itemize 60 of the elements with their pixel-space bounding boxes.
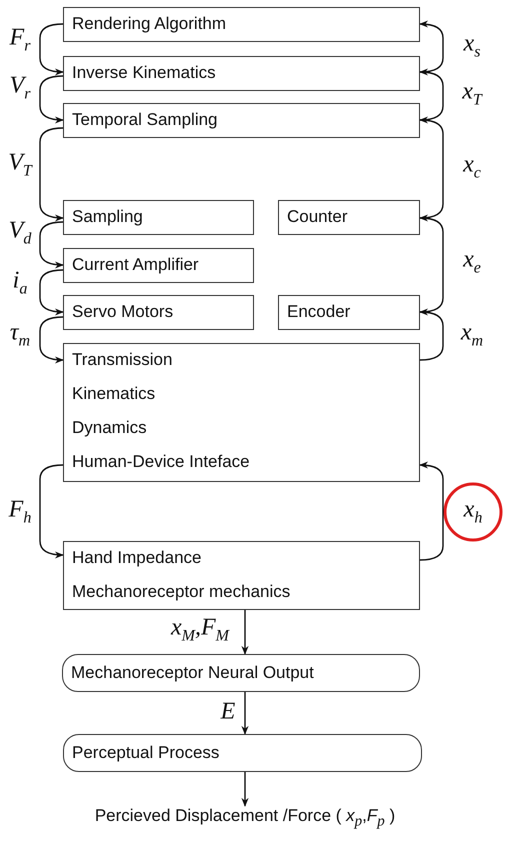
box-label: Dynamics: [72, 418, 147, 438]
edge-label: V$_{r}$: [10, 72, 30, 104]
edge-label: E: [220, 698, 236, 726]
edge-label: x$_{c}$: [463, 152, 481, 182]
box-label: Kinematics: [72, 384, 156, 404]
box-label: Perceptual Process: [72, 743, 220, 763]
arrow: [39, 23, 64, 76]
box-label: Rendering Algorithm: [72, 14, 226, 34]
output-label: Percieved Displacement /Force ( x$_{p}$,F$_{p}$ ): [94, 806, 396, 830]
arrow: [241, 692, 249, 735]
edge-label: τ$_{m}$: [10, 320, 30, 350]
edge-label: x$_{e}$: [463, 246, 481, 278]
arrow: [419, 214, 444, 313]
edge-label: F$_{h}$: [8, 496, 32, 528]
process-box: [63, 7, 420, 42]
arrow: [241, 772, 249, 807]
edge-label: x$_{T}$: [462, 78, 482, 110]
arrow: [419, 462, 444, 561]
box-label: Mechanoreceptor Neural Output: [71, 663, 314, 683]
rounded-box: [63, 734, 422, 772]
arrow: [39, 316, 64, 364]
box-label: Counter: [287, 207, 348, 227]
arrow: [39, 464, 64, 558]
process-box: [63, 295, 254, 330]
edge-label: x$_{m}$: [460, 320, 484, 350]
process-box: [278, 200, 420, 235]
edge-label: F$_{r}$: [10, 24, 30, 56]
box-label: Servo Motors: [72, 302, 174, 322]
box-label: Current Amplifier: [72, 255, 199, 275]
arrow: [39, 127, 64, 222]
arrow: [39, 75, 64, 124]
box-label: Mechanoreceptor mechanics: [72, 582, 290, 602]
arrow: [419, 68, 444, 121]
arrow: [39, 221, 64, 268]
arrow: [39, 269, 64, 316]
arrow: [419, 116, 444, 219]
rounded-box: [62, 654, 420, 692]
edge-label: x$_{h}$: [464, 496, 482, 528]
edge-label: x$_{M}$,F$_{M}$: [171, 614, 229, 646]
edge-label: V$_{T}$: [8, 150, 32, 180]
edge-label: x$_{s}$: [464, 30, 480, 62]
box-label: Temporal Sampling: [72, 110, 218, 130]
box-label: Transmission: [72, 350, 172, 370]
arrow: [241, 610, 249, 655]
arrow: [419, 20, 444, 73]
box-label: Human-Device Inteface: [72, 452, 250, 472]
process-box: [63, 103, 420, 138]
edge-label: V$_{d}$: [8, 218, 32, 248]
process-box: [63, 248, 254, 283]
process-box: [63, 56, 420, 91]
process-box: [278, 295, 420, 330]
arrow: [419, 308, 444, 361]
box-label: Encoder: [287, 302, 350, 322]
box-label: Inverse Kinematics: [72, 63, 216, 83]
edge-label: i$_{a}$: [12, 268, 28, 298]
process-box: [63, 541, 420, 610]
box-label: Sampling: [72, 207, 143, 227]
process-box: [63, 343, 420, 482]
process-box: [63, 200, 254, 235]
box-label: Hand Impedance: [72, 548, 202, 568]
